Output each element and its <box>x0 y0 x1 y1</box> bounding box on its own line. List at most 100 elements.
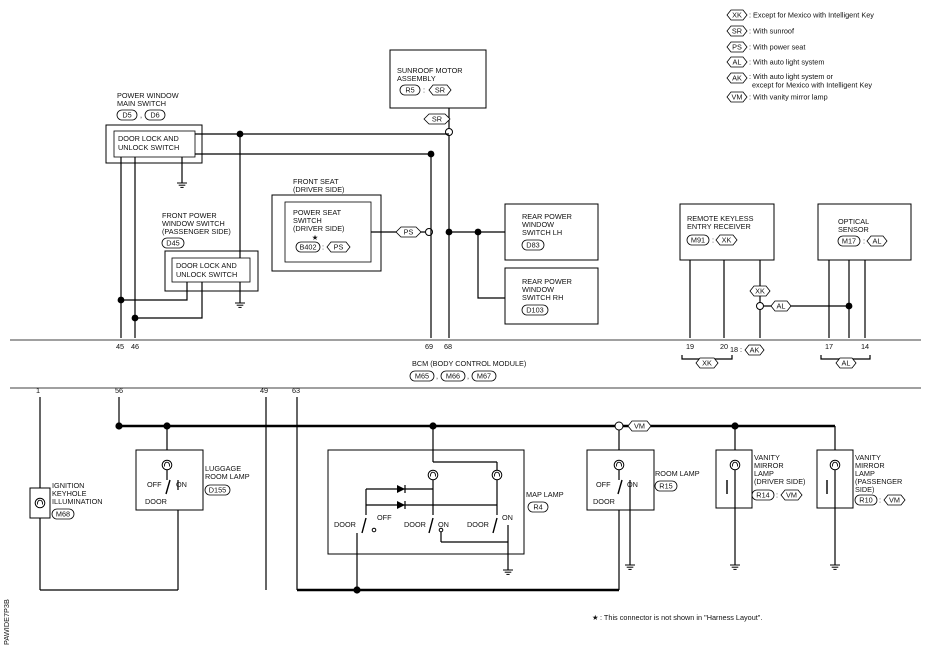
footnote: ★ : This connector is not shown in "Harn… <box>592 613 762 622</box>
svg-text:R5: R5 <box>405 86 414 95</box>
svg-text:MAP LAMP: MAP LAMP <box>526 490 564 499</box>
svg-text:ILLUMINATION: ILLUMINATION <box>52 497 103 506</box>
legend-item-xk: XK : Except for Mexico with Intelligent … <box>726 9 874 21</box>
svg-text:SWITCH RH: SWITCH RH <box>522 293 563 302</box>
svg-text:AL: AL <box>777 302 786 311</box>
svg-text:WINDOW SWITCH: WINDOW SWITCH <box>162 219 225 228</box>
svg-text:PS: PS <box>404 228 414 237</box>
svg-text:: With auto light system or: : With auto light system or <box>749 72 834 81</box>
svg-text:(PASSENGER: (PASSENGER <box>855 477 902 486</box>
pin-19: 19 <box>686 342 694 351</box>
sr-option-tag: SR <box>423 113 451 125</box>
svg-text:ON: ON <box>627 480 638 489</box>
svg-text:REAR POWER: REAR POWER <box>522 212 572 221</box>
svg-text:VM: VM <box>732 93 743 102</box>
pin-49: 49 <box>260 386 268 395</box>
svg-text:MIRROR: MIRROR <box>754 461 784 470</box>
pin-56: 56 <box>115 386 123 395</box>
svg-text:M66: M66 <box>446 372 460 381</box>
svg-text:ON: ON <box>502 513 513 522</box>
svg-text:R10: R10 <box>859 496 872 505</box>
svg-text::: : <box>863 237 865 246</box>
svg-text:MAIN SWITCH: MAIN SWITCH <box>117 99 166 108</box>
pin-45: 45 <box>116 342 124 351</box>
pin-68: 68 <box>444 342 452 351</box>
svg-text:R14: R14 <box>756 491 769 500</box>
pin-17: 17 <box>825 342 833 351</box>
svg-text:M68: M68 <box>56 510 70 519</box>
pin-46: 46 <box>131 342 139 351</box>
svg-text:SIDE): SIDE) <box>855 485 874 494</box>
room-lamp: OFF ON DOOR ROOM LAMP R15 <box>586 449 700 511</box>
svg-text:XK: XK <box>755 287 765 296</box>
svg-text:D83: D83 <box>526 241 539 250</box>
svg-text:XK: XK <box>732 11 742 20</box>
svg-text:D5: D5 <box>122 111 131 120</box>
svg-text:: Except for Mexico with Intel: : Except for Mexico with Intelligent Key <box>749 11 874 20</box>
legend: XK : Except for Mexico with Intelligent … <box>726 9 874 103</box>
vanity-mirror-lamp-driver: VANITY MIRROR LAMP (DRIVER SIDE) R14 : V… <box>715 449 806 509</box>
svg-text:D45: D45 <box>166 239 179 248</box>
svg-text:D6: D6 <box>150 111 159 120</box>
legend-item-sr: SR : With sunroof <box>726 25 795 37</box>
svg-text:OFF: OFF <box>596 480 611 489</box>
svg-text:★: ★ <box>312 233 319 242</box>
diagram-id: PAWIDE7P3B <box>2 599 11 645</box>
pin-1: 1 <box>36 386 40 395</box>
svg-text:except for Mexico with Intelli: except for Mexico with Intelligent Key <box>752 81 872 90</box>
sunroof-motor-assembly: SUNROOF MOTOR ASSEMBLY R5 : SR <box>389 49 487 109</box>
map-lamp: DOOR OFF DOOR ON DOOR ON MAP LAMP R4 <box>327 449 564 590</box>
svg-text:LAMP: LAMP <box>754 469 774 478</box>
svg-text:SWITCH: SWITCH <box>293 216 322 225</box>
svg-text:FRONT SEAT: FRONT SEAT <box>293 177 339 186</box>
pin-14: 14 <box>861 342 869 351</box>
svg-text:DOOR: DOOR <box>467 520 489 529</box>
svg-text:M17: M17 <box>842 237 856 246</box>
luggage-room-lamp: OFF ON DOOR LUGGAGE ROOM LAMP D155 <box>135 449 250 511</box>
svg-text:R4: R4 <box>533 503 542 512</box>
svg-text:DOOR: DOOR <box>334 520 356 529</box>
svg-text::: : <box>740 345 742 354</box>
svg-text:DOOR LOCK AND: DOOR LOCK AND <box>176 261 237 270</box>
legend-item-al: AL : With auto light system <box>726 56 824 68</box>
svg-text:OPTICAL: OPTICAL <box>838 217 869 226</box>
svg-text:XK: XK <box>722 236 732 245</box>
power-window-main-switch: POWER WINDOW MAIN SWITCH D5 , D6 DOOR LO… <box>105 91 203 164</box>
svg-text:B402: B402 <box>299 243 316 252</box>
svg-text:: With sunroof: : With sunroof <box>749 27 795 36</box>
svg-text:UNLOCK SWITCH: UNLOCK SWITCH <box>176 270 237 279</box>
svg-text::: : <box>776 491 778 500</box>
svg-text:: With auto light system: : With auto light system <box>749 58 824 67</box>
svg-text:DOOR LOCK AND: DOOR LOCK AND <box>118 134 179 143</box>
svg-text:D155: D155 <box>209 486 226 495</box>
svg-text:PS: PS <box>334 243 344 252</box>
svg-text:SR: SR <box>435 86 445 95</box>
svg-text:,: , <box>467 372 469 381</box>
svg-text:AK: AK <box>732 74 742 83</box>
svg-text:SENSOR: SENSOR <box>838 225 869 234</box>
front-power-window-switch-passenger: FRONT POWER WINDOW SWITCH (PASSENGER SID… <box>161 211 259 292</box>
pin-20: 20 <box>720 342 728 351</box>
svg-text:REAR POWER: REAR POWER <box>522 277 572 286</box>
remote-keyless-entry-receiver: REMOTE KEYLESS ENTRY RECEIVER M91 : XK <box>679 203 775 261</box>
svg-text:UNLOCK SWITCH: UNLOCK SWITCH <box>118 143 179 152</box>
svg-text:,: , <box>436 372 438 381</box>
svg-text:(DRIVER SIDE): (DRIVER SIDE) <box>293 185 345 194</box>
pin-18: 18 <box>730 345 738 354</box>
svg-text:: With vanity mirror lamp: : With vanity mirror lamp <box>749 93 828 102</box>
ak-option-tag: AK <box>750 346 760 355</box>
svg-text:DOOR: DOOR <box>145 497 167 506</box>
vanity-mirror-lamp-passenger: VANITY MIRROR LAMP (PASSENGER SIDE) R10 … <box>816 449 906 509</box>
svg-text:ON: ON <box>176 480 187 489</box>
svg-text:ROOM LAMP: ROOM LAMP <box>205 472 250 481</box>
svg-text:OFF: OFF <box>377 513 392 522</box>
svg-text:R15: R15 <box>659 482 672 491</box>
svg-text::: : <box>322 243 324 252</box>
svg-text:DOOR: DOOR <box>593 497 615 506</box>
bcm-body-control-module: BCM (BODY CONTROL MODULE) M65 , M66 , M6… <box>10 339 921 389</box>
svg-text:REMOTE KEYLESS: REMOTE KEYLESS <box>687 214 754 223</box>
optical-sensor: OPTICAL SENSOR M17 : AL <box>817 203 912 261</box>
pin-69: 69 <box>425 342 433 351</box>
svg-text:VM: VM <box>889 496 900 505</box>
